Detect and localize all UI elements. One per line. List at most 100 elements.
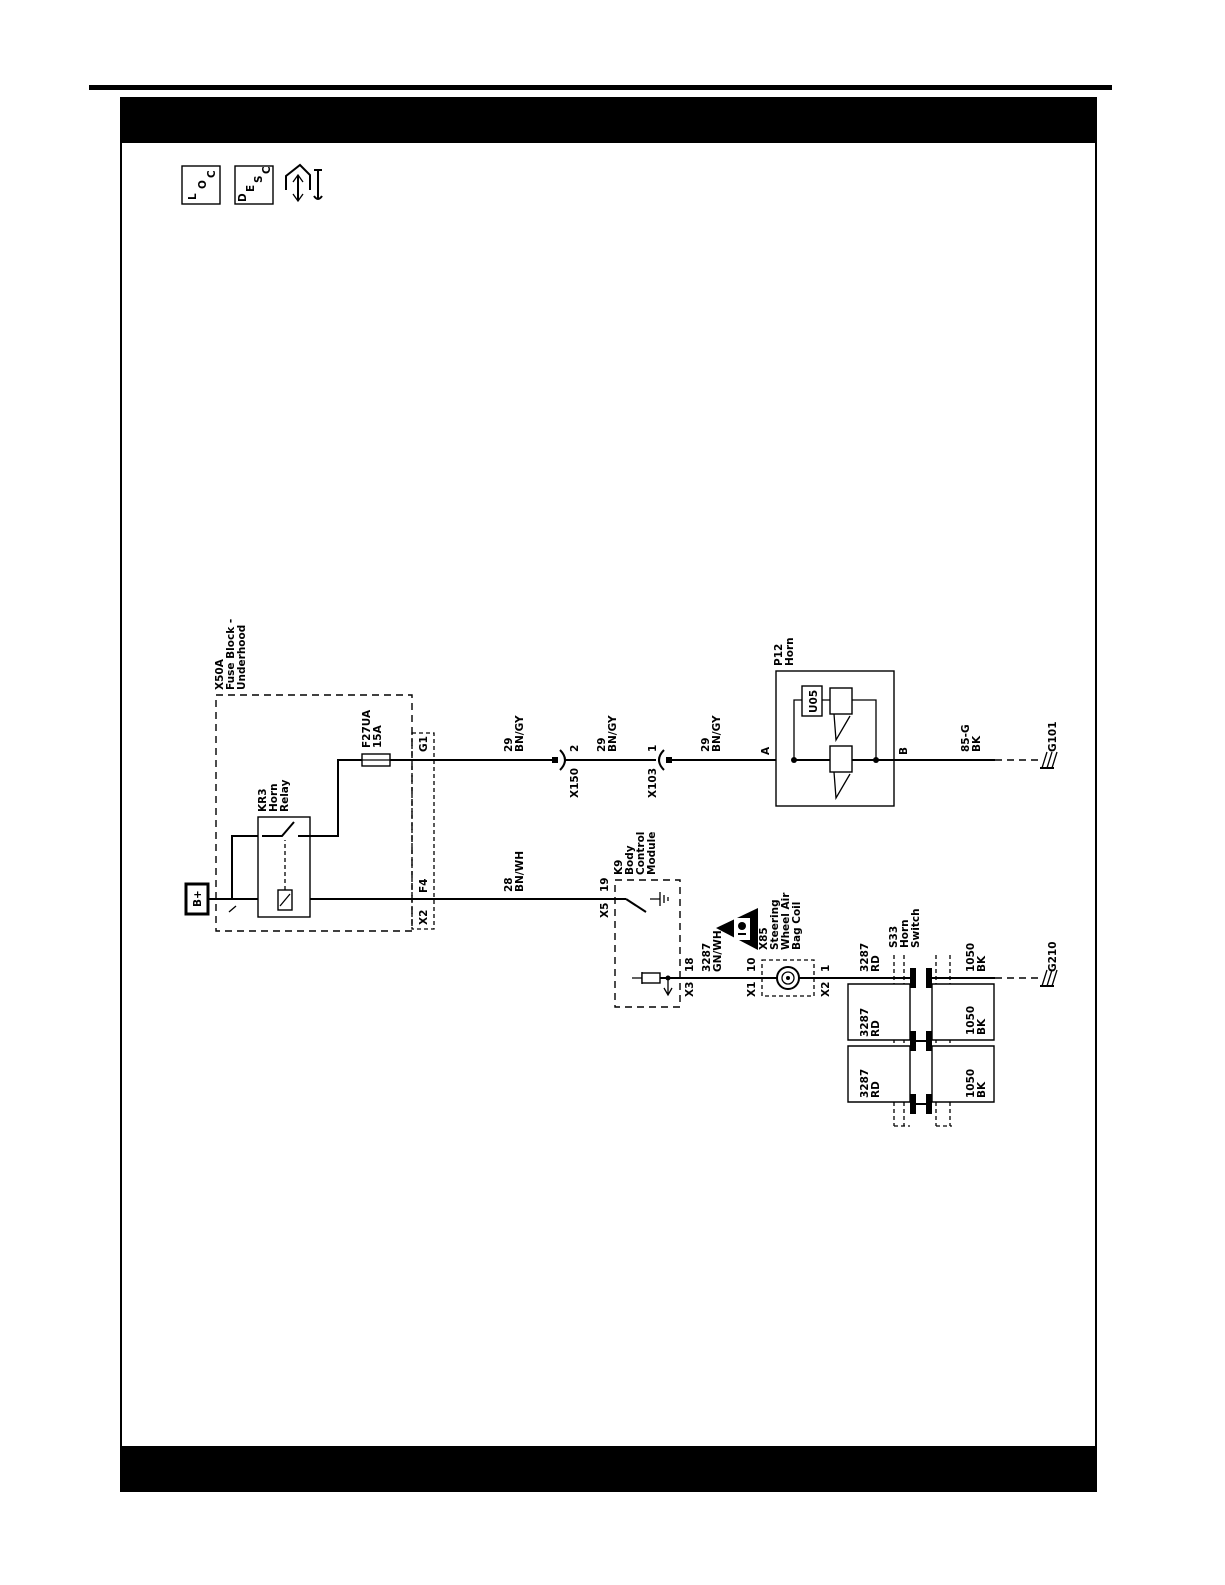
wire-1050-mid-circuit: 1050	[965, 1006, 977, 1035]
wire-28-color: BN/WH	[514, 851, 526, 892]
coil-label-1: X85	[758, 927, 770, 950]
x150-pin	[552, 757, 558, 763]
battery-tick	[228, 905, 237, 913]
coil-pin10-label: 10	[746, 957, 758, 972]
fuse-block-label-3: Underhood	[236, 625, 248, 690]
horn-u05-box	[801, 685, 823, 717]
wire-29-b-circuit: 29	[596, 737, 608, 752]
bcm-label-3: Control	[635, 832, 647, 875]
g210-label: G210	[1047, 941, 1059, 972]
wire-3287-rd-top-circuit: 3287	[859, 943, 871, 972]
relay-output-wire	[298, 759, 362, 837]
x103-connector	[658, 749, 665, 771]
wire-3287-rd-mid-color: RD	[870, 1020, 882, 1037]
ground-g210-icon	[1040, 969, 1058, 987]
desc-letter-c: C	[261, 166, 273, 174]
horn-element-2	[829, 745, 853, 801]
bcm-resistor	[641, 972, 661, 984]
bcm-x3-label: X3	[684, 982, 696, 997]
horn-switch-contact-1	[910, 968, 932, 988]
coil-label-3: Wheel Air	[780, 892, 792, 950]
horn-switch-label-2: Horn	[899, 919, 911, 948]
relay-contact	[262, 821, 295, 837]
fuse-label-2: 15A	[372, 724, 384, 748]
bcm-label-2: Body	[624, 845, 636, 875]
relay-label-2: Horn	[268, 783, 280, 812]
loc-letter-o: O	[197, 180, 209, 189]
x150-pin-label: 2	[569, 745, 581, 752]
wire-3287-rd-bot-color: RD	[870, 1081, 882, 1098]
footer-band	[122, 1446, 1095, 1490]
connector-f4-label: F4	[418, 879, 430, 893]
location-icon[interactable]: L O C	[181, 165, 221, 205]
horn-pin-a-label: A	[760, 746, 772, 755]
top-rule	[89, 85, 1112, 90]
loc-letter-l: L	[187, 193, 199, 200]
desc-letter-s: S	[253, 175, 265, 183]
bcm-pullup-node	[632, 972, 643, 984]
bcm-pin19-label: 19	[599, 877, 611, 892]
fuse-block-label: X50A Fuse Block - Underhood	[214, 619, 248, 690]
wire-3287-rd-bot-circuit: 3287	[859, 1069, 871, 1098]
wire-85-color: BK	[971, 735, 983, 752]
ground-g101-icon	[1040, 751, 1058, 769]
bcm-pin18-label: 18	[684, 957, 696, 972]
x150-label: X150	[569, 768, 581, 798]
horn-element-1	[829, 687, 853, 743]
horn-switch-leg-bk-bot	[931, 1045, 995, 1103]
description-icon[interactable]: D E S C	[234, 165, 274, 205]
coil-pin1-label: 1	[820, 965, 832, 972]
fuse-block-connector-x2	[411, 732, 435, 930]
wire-29-c-circuit: 29	[700, 737, 712, 752]
bcm-label-4: Module	[646, 832, 658, 875]
wire-1050-mid-color: BK	[976, 1018, 988, 1035]
wire-29-a-color: BN/GY	[514, 715, 526, 752]
coil-label-4: Bag Coil	[791, 902, 803, 950]
coil-label-2: Steering	[769, 899, 781, 950]
coil-x1-label: X1	[746, 982, 758, 997]
diagram-sheet	[120, 97, 1097, 1492]
x103-pin	[666, 757, 672, 763]
relay-supply-wire	[231, 835, 262, 899]
bcm-x5-label: X5	[599, 903, 611, 918]
fuse-block-label-2: Fuse Block -	[225, 619, 237, 690]
airbag-warning-icon	[716, 908, 758, 950]
horn-pin-b-label: B	[898, 747, 910, 755]
horn-switch-label-1: S33	[888, 926, 900, 948]
g101-label: G101	[1047, 721, 1059, 752]
wire-3287-gnwh-color: GN/WH	[712, 930, 724, 972]
bcm-switch	[625, 898, 647, 913]
desc-letter-d: D	[237, 193, 249, 202]
relay-label-1: KR3	[257, 788, 269, 812]
wire-1050-top-circuit: 1050	[965, 943, 977, 972]
wire-3287-rd-mid-circuit: 3287	[859, 1008, 871, 1037]
bcm-label: K9 Body Control Module	[613, 832, 658, 875]
bcm-label-1: K9	[613, 860, 625, 875]
battery-label: B+	[192, 890, 204, 907]
fuse-label-1: F27UA	[361, 709, 373, 748]
horn-label-2: Horn	[784, 637, 796, 666]
bcm-input-arrow	[663, 978, 673, 997]
horn-switch-leg-bk-mid	[931, 983, 995, 1041]
clockspring-coil-icon	[776, 966, 800, 990]
wire-85-circuit: 85-G	[960, 724, 972, 752]
header-band	[122, 99, 1095, 143]
fuse-block-label-1: X50A	[214, 658, 226, 690]
wire-29-c-color: BN/GY	[711, 715, 723, 752]
connector-x2-label: X2	[418, 910, 430, 925]
wire-28-circuit: 28	[503, 877, 515, 892]
relay-label: KR3 Horn Relay	[257, 779, 291, 812]
relay-label-3: Relay	[279, 779, 291, 812]
wire-1050-bot-circuit: 1050	[965, 1069, 977, 1098]
connector-g1-label: G1	[418, 736, 430, 752]
loc-letter-c: C	[206, 170, 218, 178]
coil-x2-label: X2	[820, 982, 832, 997]
x103-label: X103	[647, 768, 659, 798]
wire-29-b-color: BN/GY	[607, 715, 619, 752]
wire-1050-top-color: BK	[976, 955, 988, 972]
coil-label: X85 Steering Wheel Air Bag Coil	[758, 892, 803, 950]
x150-connector	[559, 749, 566, 771]
wire-29-a-circuit: 29	[503, 737, 515, 752]
service-tool-icon[interactable]	[285, 163, 323, 203]
